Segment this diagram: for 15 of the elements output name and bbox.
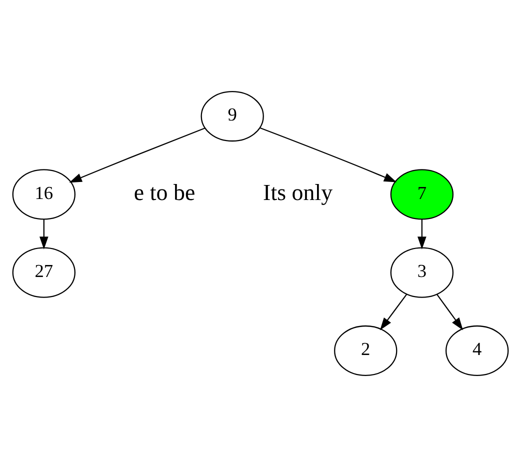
node-ellipse: 7: [390, 168, 454, 220]
arrow: [260, 126, 397, 182]
node-ellipse: 9: [200, 90, 264, 142]
arrow: [380, 294, 408, 330]
node-ellipse: 16: [12, 168, 76, 220]
label: Its only: [263, 180, 333, 205]
label: e to be: [134, 180, 196, 205]
node-ellipse: 3: [390, 246, 454, 298]
node-ellipse: 4: [446, 324, 509, 376]
arrow: [69, 127, 206, 182]
arrow: [436, 294, 464, 330]
node-ellipse: 2: [334, 324, 398, 376]
arrow: [39, 218, 48, 249]
node-ellipse: 27: [12, 246, 76, 298]
arrow: [418, 218, 426, 249]
